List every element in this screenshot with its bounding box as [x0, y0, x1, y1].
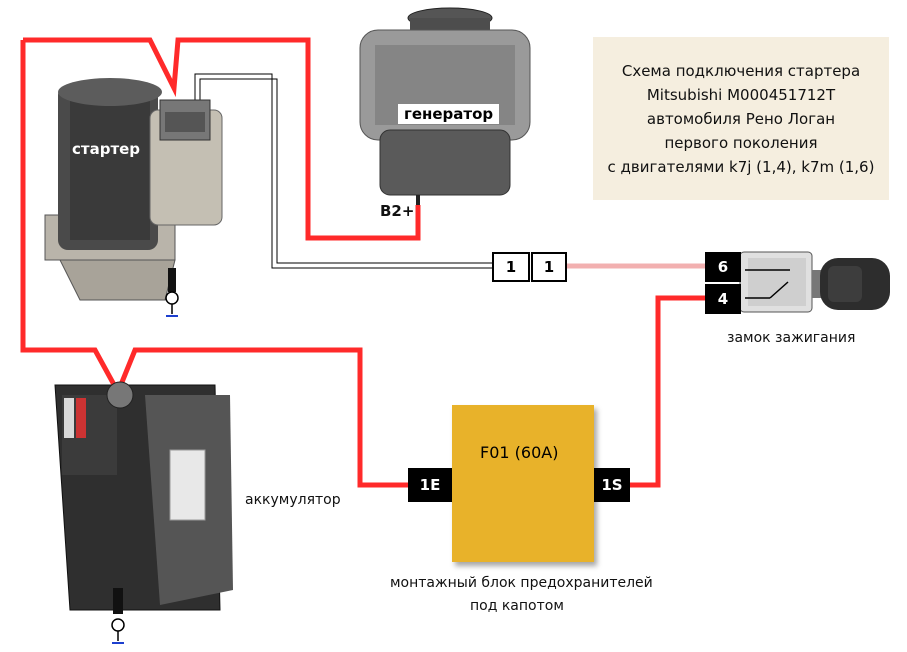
- starter-motor: [44, 78, 223, 317]
- title-line-1: Схема подключения стартера: [621, 61, 861, 80]
- ignition-lock-label: замок зажигания: [727, 330, 856, 346]
- fuse-block: F01 (60A): [452, 405, 594, 562]
- battery: [54, 381, 233, 644]
- title-line-4: первого поколения: [664, 133, 818, 152]
- title-line-2: Mitsubishi M000451712T: [646, 85, 836, 104]
- wire-battery-starter-loop: [23, 37, 421, 241]
- wire-fuse-to-lock: [625, 295, 705, 488]
- signal-wire-starter: [194, 73, 494, 269]
- fuse-pin-1e: 1E: [408, 468, 452, 502]
- lock-pin-4: 4: [705, 284, 741, 314]
- generator-label: генератор: [398, 104, 500, 124]
- battery-label: аккумулятор: [245, 492, 341, 508]
- wire-left-trunk: [20, 40, 410, 488]
- connector-pin-right: 1: [531, 252, 567, 282]
- generator-terminal-label: B2+: [380, 202, 415, 220]
- connector-pin-left: 1: [492, 252, 530, 282]
- fuse-block-label-line2: под капотом: [470, 598, 564, 614]
- power-wires: [20, 37, 705, 488]
- title-line-3: автомобиля Рено Логан: [646, 109, 836, 128]
- fuse-pin-1s: 1S: [594, 468, 630, 502]
- starter-label: стартер: [72, 140, 141, 158]
- title-line-5: с двигателями k7j (1,4), k7m (1,6): [607, 157, 875, 176]
- fuse-label: F01 (60A): [480, 443, 559, 462]
- title-panel: Схема подключения стартера Mitsubishi M0…: [593, 37, 889, 200]
- fuse-block-label-line1: монтажный блок предохранителей: [390, 575, 653, 591]
- ignition-lock: [739, 251, 890, 313]
- lock-pin-6: 6: [705, 252, 741, 282]
